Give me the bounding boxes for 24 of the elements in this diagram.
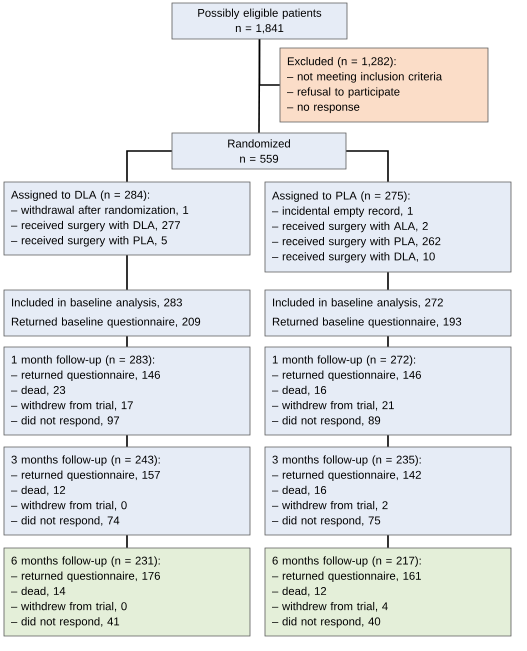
connector-line bbox=[126, 150, 172, 182]
connector-line bbox=[346, 150, 389, 182]
process-box: Assigned to PLA (n = 275): – incidental empty record, 1 – received surgery with ALA, 2 – received surgery with PLA, 262 – received surgery with DLA, 10 bbox=[264, 182, 512, 272]
process-box: Randomized n = 559 bbox=[172, 132, 346, 170]
connector-line bbox=[126, 336, 128, 347]
connector-line bbox=[387, 272, 389, 290]
process-box: 3 months follow-up (n = 235): – returned questionnaire, 142 – dead, 16 – withdrew from trial, 2 – did not respond, 75 bbox=[264, 446, 512, 536]
connector-line bbox=[126, 255, 128, 290]
outcome-box: 6 months follow-up (n = 217): – returned questionnaire, 161 – dead, 12 – withdrew from trial, 4 – did not respond, 40 bbox=[264, 548, 512, 636]
exclusion-box: Excluded (n = 1,282): – not meeting inclusion criteria – refusal to participate – no response bbox=[280, 48, 488, 122]
connector-line bbox=[126, 435, 128, 447]
connector-line bbox=[387, 336, 389, 347]
process-box: 1 month follow-up (n = 272): – returned questionnaire, 146 – dead, 16 – withdrew from trial, 21 – did not respond, 89 bbox=[264, 346, 512, 436]
process-box: 1 month follow-up (n = 283): – returned questionnaire, 146 – dead, 23 – withdrew from trial, 17 – did not respond, 97 bbox=[4, 346, 250, 436]
process-box: Assigned to DLA (n = 284): – withdrawal after randomization, 1 – received surgery with DLA, 277 – received surgery with PLA, 5 bbox=[4, 182, 250, 256]
connector-line bbox=[387, 435, 389, 447]
connector-line bbox=[126, 535, 128, 548]
process-box: 3 months follow-up (n = 243): – returned questionnaire, 157 – dead, 12 – withdrew from trial, 0 – did not respond, 74 bbox=[4, 446, 250, 536]
connector-line bbox=[258, 39, 260, 133]
connector-line bbox=[387, 535, 389, 548]
process-box: Included in baseline analysis, 272 Returned baseline questionnaire, 193 bbox=[264, 290, 512, 336]
process-box: Included in baseline analysis, 283 Returned baseline questionnaire, 209 bbox=[4, 290, 250, 336]
outcome-box: 6 months follow-up (n = 231): – returned questionnaire, 176 – dead, 14 – withdrew from trial, 0 – did not respond, 41 bbox=[4, 548, 250, 636]
process-box: Possibly eligible patients n = 1,841 bbox=[172, 2, 348, 40]
